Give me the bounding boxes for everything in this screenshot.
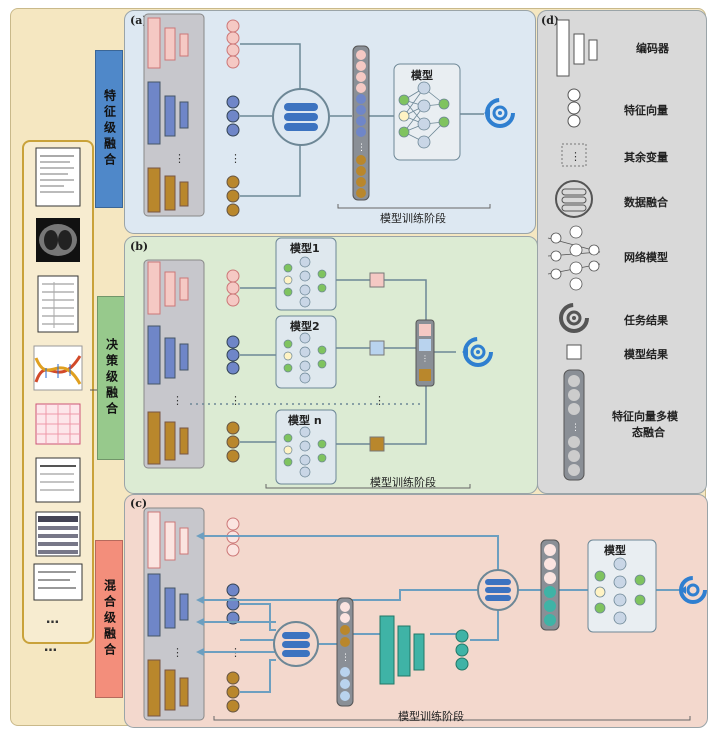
svg-text:⋮: ⋮ <box>570 150 581 163</box>
svg-text:⋮: ⋮ <box>571 423 580 433</box>
task-result-icon <box>561 305 587 331</box>
legend-data-fusion-label: 数据融合 <box>624 194 668 210</box>
legend-feature-vector-label: 特征向量 <box>624 102 668 118</box>
legend-other-variables-label: 其余变量 <box>624 149 668 165</box>
multimodal-fusion-icon: ⋮ <box>564 370 584 480</box>
legend-network-model-label: 网络模型 <box>624 249 668 265</box>
legend-multimodal-fusion-label-line2: 态融合 <box>632 424 665 440</box>
encoder-icon <box>557 20 597 76</box>
legend-model-result-label: 模型结果 <box>624 346 668 362</box>
data-fusion-icon <box>556 181 592 217</box>
feature-vector-icon <box>568 89 580 127</box>
model-result-icon <box>567 345 581 359</box>
legend-encoder-label: 编码器 <box>636 40 669 56</box>
network-model-icon <box>548 226 600 290</box>
legend-multimodal-fusion-label: 特征向量多模 <box>612 408 678 424</box>
other-variables-icon: ⋮ <box>562 144 586 166</box>
legend-task-result-label: 任务结果 <box>624 312 668 328</box>
